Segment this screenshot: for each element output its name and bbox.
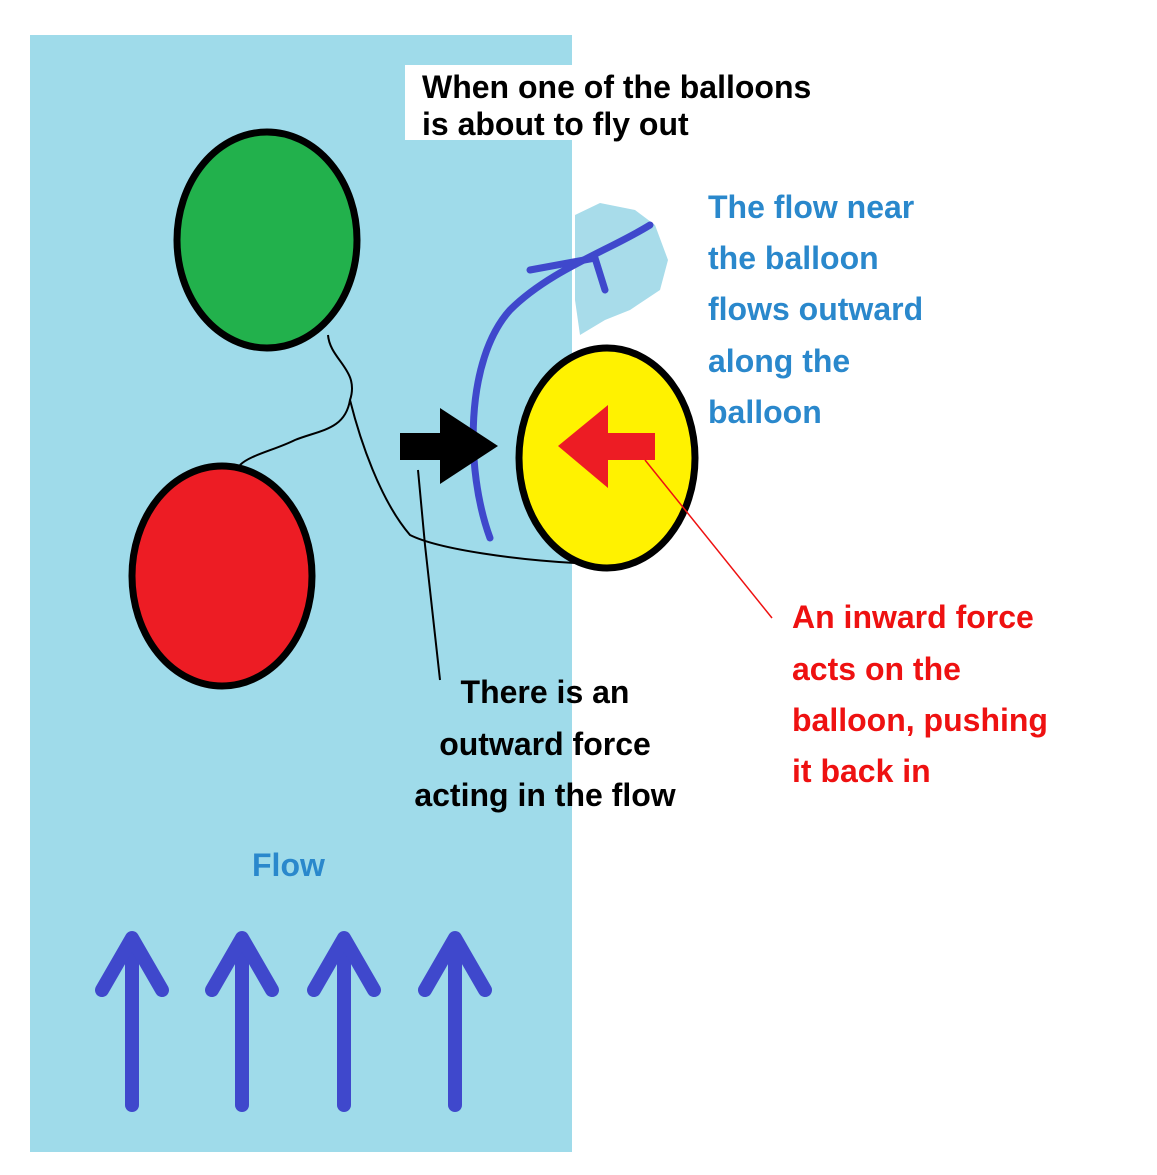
flow-arrow-icon <box>418 931 492 1112</box>
inward-force-arrow <box>558 405 655 488</box>
outward-force-label: There is an outward force acting in the … <box>414 674 675 813</box>
svg-text:flows outward: flows outward <box>708 291 923 327</box>
svg-text:balloon: balloon <box>708 394 822 430</box>
inward-force-label: An inward force acts on the balloon, pus… <box>792 599 1048 789</box>
flow-label: Flow <box>252 847 325 883</box>
flow-near-balloon-label: The flow near the balloon flows outward … <box>708 189 923 430</box>
flow-arrows <box>95 931 492 1112</box>
balloon-strings <box>239 334 576 681</box>
outward-flow-arrow <box>469 221 654 542</box>
flow-arrow-icon <box>307 931 381 1112</box>
svg-text:along the: along the <box>708 343 850 379</box>
outward-force-arrow <box>400 408 498 484</box>
flow-arrow-icon <box>205 931 279 1112</box>
title: When one of the balloons is about to fly… <box>422 69 811 142</box>
svg-text:it back in: it back in <box>792 753 931 789</box>
svg-text:balloon, pushing: balloon, pushing <box>792 702 1048 738</box>
svg-text:An inward force: An inward force <box>792 599 1034 635</box>
svg-text:When one of the balloons: When one of the balloons <box>422 69 811 105</box>
svg-text:acts on the: acts on the <box>792 651 961 687</box>
green-balloon <box>173 128 361 352</box>
svg-text:There is an: There is an <box>461 674 630 710</box>
red-balloon <box>128 462 316 690</box>
svg-text:acting in the flow: acting in the flow <box>414 777 675 813</box>
svg-text:The flow near: The flow near <box>708 189 914 225</box>
svg-text:is about to fly out: is about to fly out <box>422 106 689 142</box>
inward-force-pointer-line <box>644 459 773 619</box>
escaping-flow-patch <box>575 203 668 335</box>
title-box <box>405 65 872 140</box>
svg-text:the balloon: the balloon <box>708 240 879 276</box>
flow-arrow-icon <box>95 931 169 1112</box>
svg-text:outward force: outward force <box>439 726 651 762</box>
